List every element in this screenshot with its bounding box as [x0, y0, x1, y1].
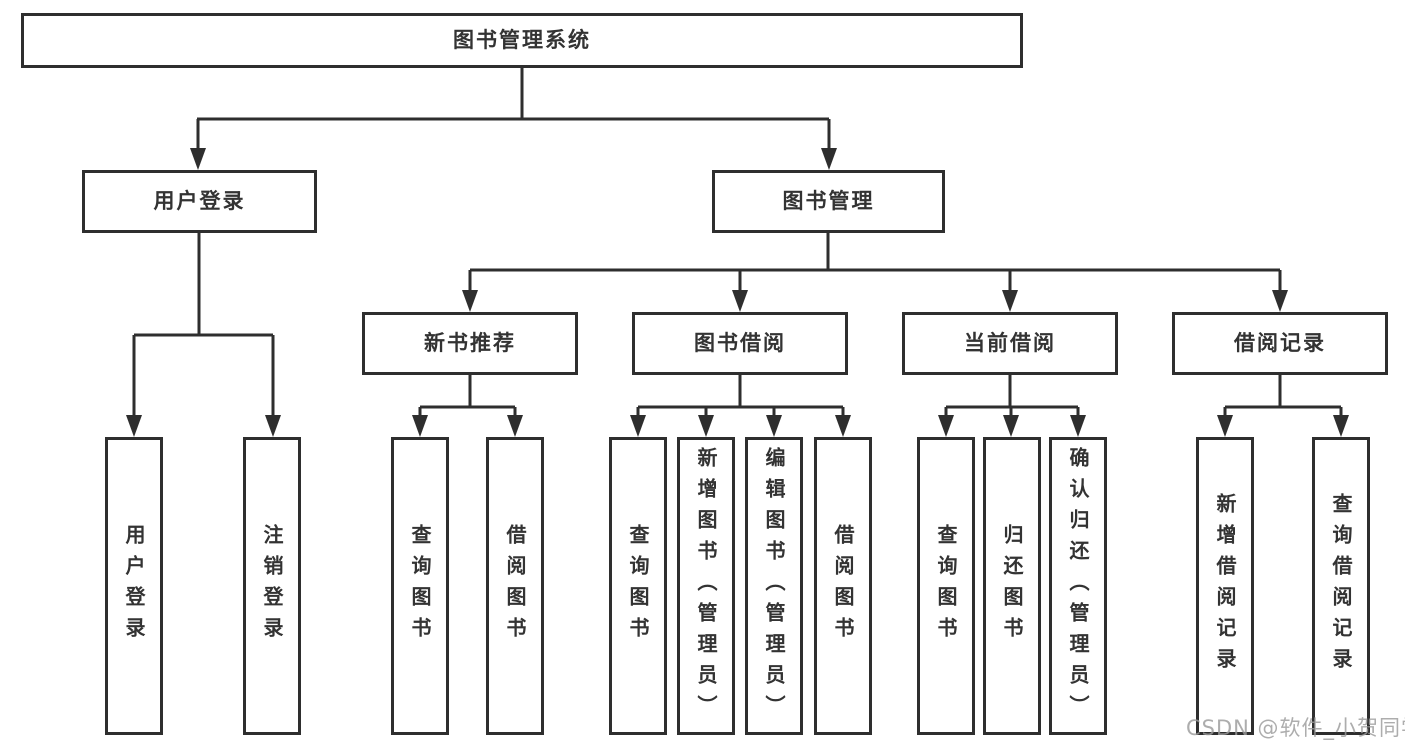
leaf-current-query-books: 查询图书 — [917, 437, 975, 735]
leaf-borrow-borrow-books: 借阅图书 — [814, 437, 872, 735]
node-library-system: 图书管理系统 — [21, 13, 1023, 68]
leaf-borrow-add-books-admin: 新增图书（管理员） — [677, 437, 735, 735]
node-user-login: 用户登录 — [82, 170, 317, 233]
node-book-management: 图书管理 — [712, 170, 945, 233]
leaf-borrow-edit-books-admin: 编辑图书（管理员） — [745, 437, 803, 735]
arrowheads — [126, 148, 1349, 437]
leaf-logout: 注销登录 — [243, 437, 301, 735]
leaf-current-return-books: 归还图书 — [983, 437, 1041, 735]
leaf-newrec-borrow-books: 借阅图书 — [486, 437, 544, 735]
leaf-records-query-record: 查询借阅记录 — [1312, 437, 1370, 735]
leaf-current-confirm-return-admin: 确认归还（管理员） — [1049, 437, 1107, 735]
leaf-user-login: 用户登录 — [105, 437, 163, 735]
csdn-watermark: CSDN @软件_小贺同学 — [1186, 716, 1405, 740]
node-current-borrowing: 当前借阅 — [902, 312, 1118, 375]
leaf-records-add-record: 新增借阅记录 — [1196, 437, 1254, 735]
node-borrow-records: 借阅记录 — [1172, 312, 1388, 375]
leaf-borrow-query-books: 查询图书 — [609, 437, 667, 735]
node-book-borrowing: 图书借阅 — [632, 312, 848, 375]
node-new-book-recommend: 新书推荐 — [362, 312, 578, 375]
leaf-newrec-query-books: 查询图书 — [391, 437, 449, 735]
